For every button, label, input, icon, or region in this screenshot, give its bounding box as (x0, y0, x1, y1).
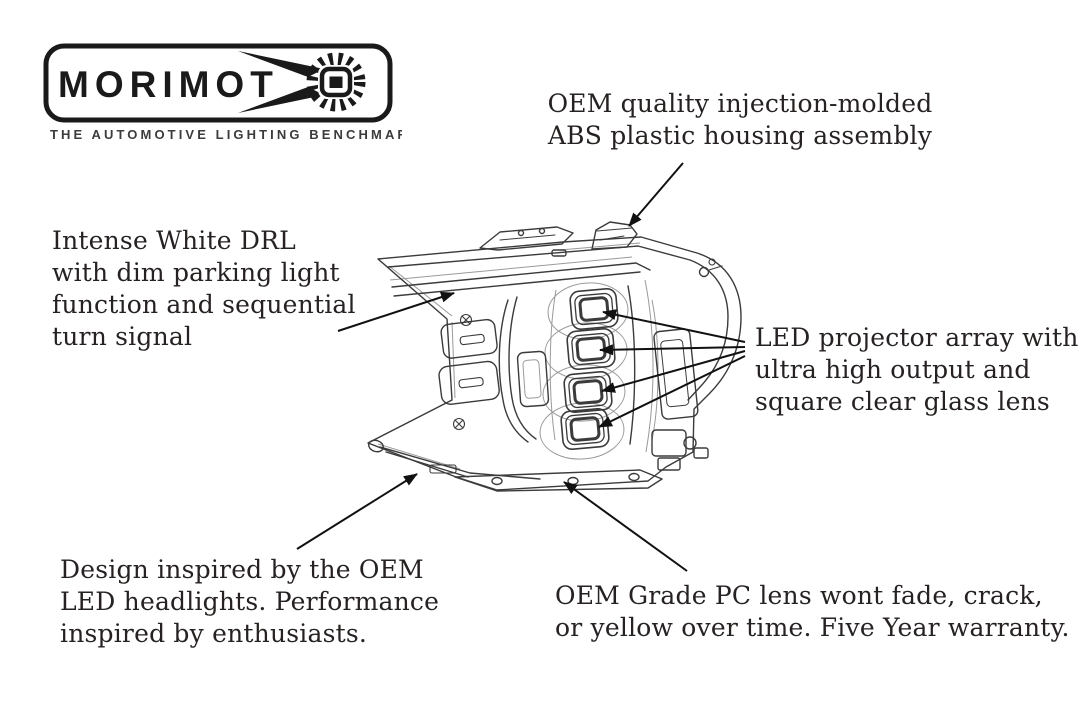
callout-housing: OEM quality injection-molded ABS plastic… (540, 88, 940, 152)
callout-design-line: LED headlights. Performance (60, 587, 440, 616)
arrow-drl (337, 291, 455, 332)
callout-drl-line: function and sequential (52, 290, 356, 319)
morimoto-logo: MORIMOT THE AUTOMOTIVE LIGHTING BENCHMAR… (43, 43, 402, 142)
callout-projector-line: ultra high output and (755, 355, 1031, 384)
arrow-projector-1 (602, 309, 746, 343)
arrow-projector-3 (601, 350, 746, 393)
callout-housing-line: ABS plastic housing assembly (547, 121, 933, 150)
arrow-housing (628, 162, 684, 227)
callout-housing-line: OEM quality injection-molded (547, 89, 933, 118)
drawing-light-details (377, 242, 659, 470)
callout-drl-line: turn signal (52, 322, 193, 351)
arrow-projector-2 (599, 344, 746, 356)
logo-tagline: THE AUTOMOTIVE LIGHTING BENCHMARK (50, 127, 402, 142)
callout-design-line: inspired by enthusiasts. (60, 619, 368, 648)
callout-projector: LED projector array with ultra high outp… (755, 322, 1079, 418)
sunburst-o-icon (306, 52, 366, 112)
screw-icon (452, 313, 473, 431)
arrow-projector-4 (598, 355, 746, 428)
logo-border (43, 43, 393, 123)
callout-drl: Intense White DRL with dim parking light… (52, 225, 356, 353)
callout-lens-line: or yellow over time. Five Year warranty. (555, 613, 1070, 642)
callout-arrows (296, 162, 746, 572)
callout-lens-line: OEM Grade PC lens wont fade, crack, (555, 581, 1043, 610)
logo-wordmark: MORIMOT (58, 64, 279, 105)
drawing-main-outline (367, 221, 742, 492)
logo-speed-wedges-icon (238, 51, 324, 113)
arrow-lens (563, 481, 688, 572)
projector-array (560, 288, 619, 450)
callout-lens: OEM Grade PC lens wont fade, crack, or y… (555, 580, 1070, 644)
callout-design-line: Design inspired by the OEM (60, 555, 424, 584)
arrow-design (296, 473, 418, 550)
callout-projector-line: square clear glass lens (755, 387, 1050, 416)
callout-drl-line: Intense White DRL (52, 226, 296, 255)
callout-projector-line: LED projector array with (755, 323, 1079, 352)
callout-drl-line: with dim parking light (52, 258, 340, 287)
callout-design: Design inspired by the OEM LED headlight… (60, 554, 439, 650)
